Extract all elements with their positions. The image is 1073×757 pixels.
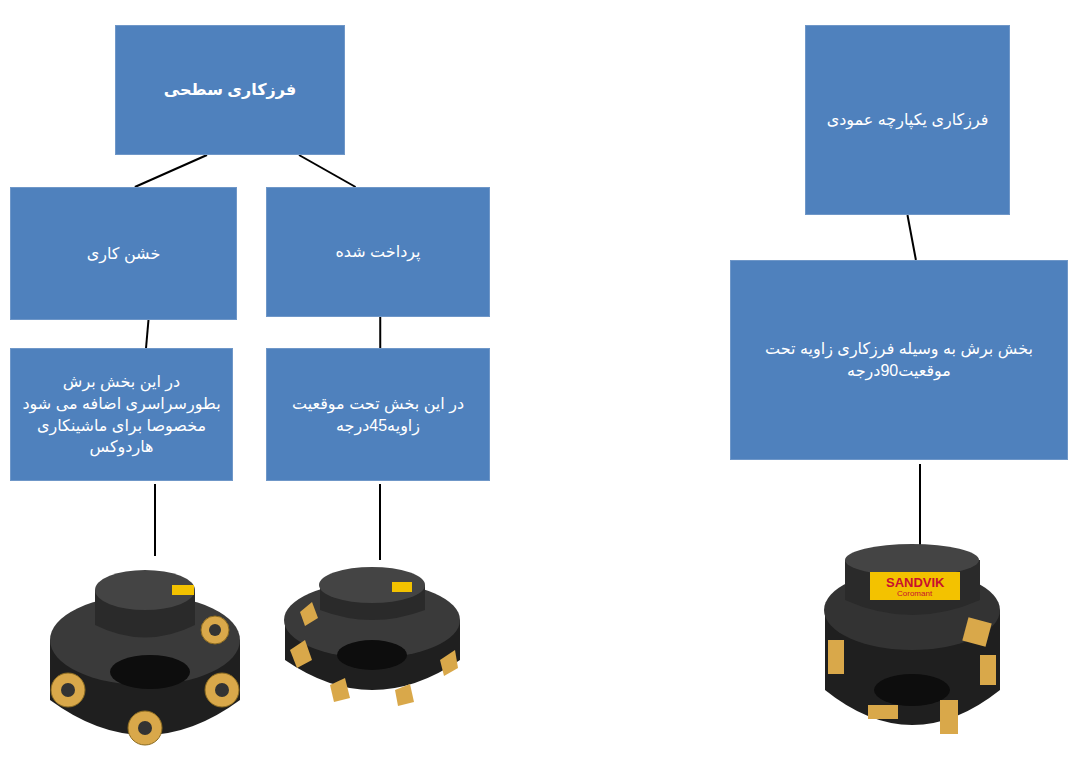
process-box: در این بخش تحت موقعیت زاویه45درجه <box>266 348 490 481</box>
box-text: در این بخش برش بطورسراسری اضافه می شود م… <box>21 371 222 457</box>
process-box: خشن کاری <box>10 187 237 320</box>
connector-line <box>146 320 148 348</box>
90-degree-cutter <box>824 544 1000 734</box>
leader-line <box>919 464 921 545</box>
process-box: در این بخش برش بطورسراسری اضافه می شود م… <box>10 348 233 481</box>
connector-line <box>299 155 356 187</box>
round-insert-cutter <box>50 570 240 745</box>
45-degree-cutter <box>284 567 460 706</box>
leader-line <box>379 484 381 560</box>
brand-label: SANDVIK <box>886 575 945 590</box>
connector-line <box>908 215 916 260</box>
box-text: فرزکاری سطحی <box>164 79 296 101</box>
connector-line <box>379 317 381 348</box>
box-text: در این بخش تحت موقعیت زاویه45درجه <box>277 393 479 436</box>
process-box: بخش برش به وسیله فرزکاری زاویه تحت موقعی… <box>730 260 1068 460</box>
process-box: فرزکاری یکپارچه عمودی <box>805 25 1010 215</box>
box-text: پرداخت شده <box>335 241 420 263</box>
box-text: بخش برش به وسیله فرزکاری زاویه تحت موقعی… <box>741 338 1057 381</box>
box-text: فرزکاری یکپارچه عمودی <box>827 109 989 131</box>
leader-line <box>154 484 156 556</box>
connector-line <box>135 155 207 187</box>
brand-sub-label: Coromant <box>897 589 932 598</box>
process-box: فرزکاری سطحی <box>115 25 345 155</box>
process-box: پرداخت شده <box>266 187 490 317</box>
box-text: خشن کاری <box>87 243 161 265</box>
